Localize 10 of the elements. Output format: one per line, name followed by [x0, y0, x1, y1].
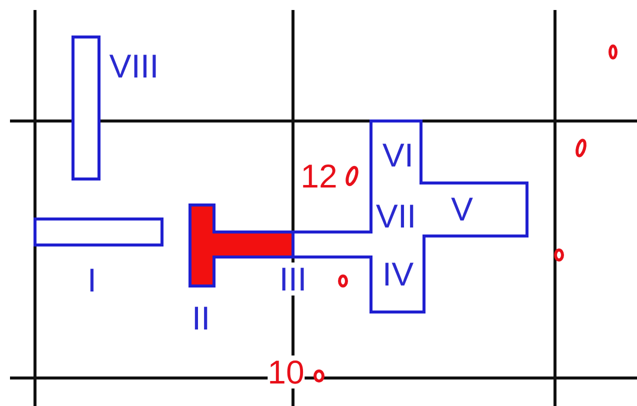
find-number: 10: [268, 356, 304, 388]
trench-label: VII: [376, 200, 416, 232]
trench-label: III: [279, 262, 307, 296]
trench-label: I: [87, 264, 97, 296]
trench-label: VIII: [109, 50, 159, 82]
trench-label: IV: [382, 258, 414, 290]
trench-label: V: [451, 192, 473, 226]
trench-label: VI: [382, 138, 414, 172]
find-number: 12: [300, 160, 338, 192]
trench-label: II: [192, 302, 210, 334]
